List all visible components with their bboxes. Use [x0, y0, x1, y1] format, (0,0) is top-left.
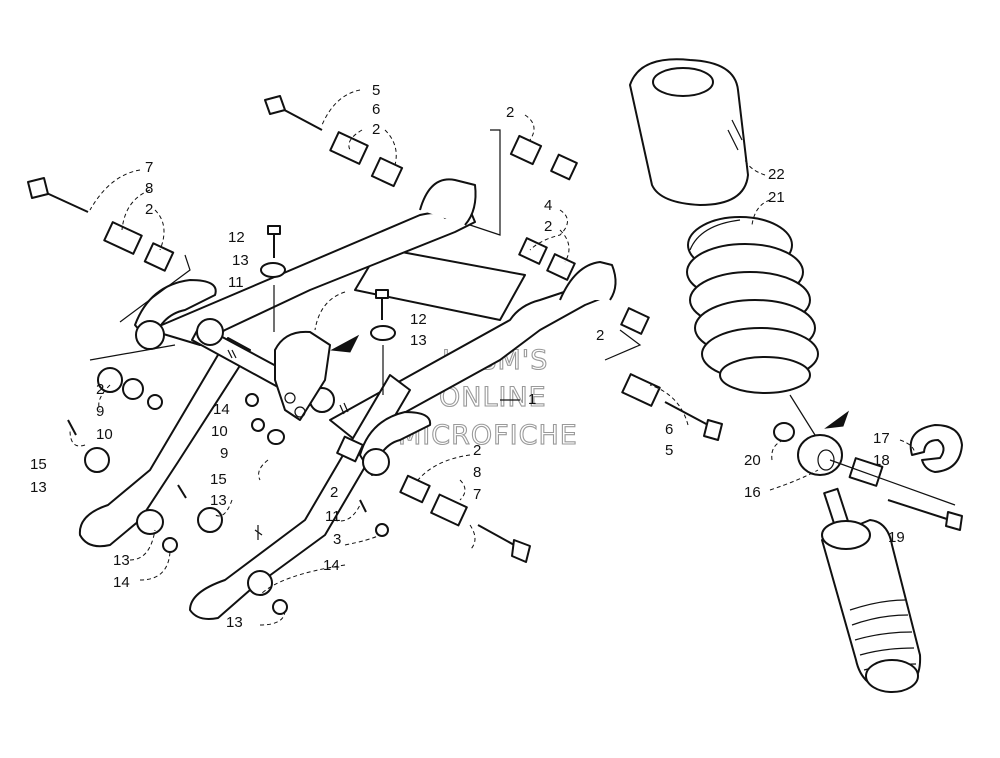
callout-10: 10: [96, 426, 113, 443]
callout-12: 12: [410, 311, 427, 328]
callout-16: 16: [744, 484, 761, 501]
callout-18: 18: [873, 452, 890, 469]
callout-6: 6: [372, 101, 380, 118]
callout-2: 2: [145, 201, 153, 218]
coil-spring: [686, 216, 819, 394]
shock-boot: [629, 58, 749, 206]
callout-2: 2: [372, 121, 380, 138]
callout-5: 5: [665, 442, 673, 459]
rear-arm-frame: [78, 178, 617, 620]
callout-13: 13: [30, 479, 47, 496]
callout-2: 2: [544, 218, 552, 235]
callout-8: 8: [473, 464, 481, 481]
callout-5: 5: [372, 82, 380, 99]
callout-14: 14: [113, 574, 130, 591]
callout-labels: 5 6 2 7 8 2 2 4 2 12 13 11 12 13 2 1 2 9…: [30, 82, 905, 631]
callout-19: 19: [888, 529, 905, 546]
callout-2: 2: [96, 381, 104, 398]
callout-9: 9: [220, 445, 228, 462]
callout-1: 1: [528, 391, 536, 408]
shock-absorber: [789, 394, 922, 693]
watermark-line-2: ONLINE: [439, 382, 547, 413]
callout-8: 8: [145, 180, 153, 197]
callout-2: 2: [473, 442, 481, 459]
callout-3: 3: [333, 531, 341, 548]
callout-11: 11: [325, 508, 341, 525]
callout-13: 13: [410, 332, 427, 349]
shock-hardware: [773, 422, 963, 531]
callout-17: 17: [873, 430, 890, 447]
callout-13: 13: [232, 252, 249, 269]
callout-9: 9: [96, 403, 104, 420]
callout-2: 2: [596, 327, 604, 344]
callout-4: 4: [544, 197, 552, 214]
callout-2: 2: [330, 484, 338, 501]
callout-11: 11: [228, 274, 244, 291]
callout-15: 15: [30, 456, 47, 473]
leader-lines: [69, 89, 916, 626]
callout-13: 13: [210, 492, 227, 509]
upper-left-hardware: [27, 95, 723, 615]
callout-13: 13: [226, 614, 243, 631]
callout-21: 21: [768, 189, 785, 206]
callout-14: 14: [323, 557, 340, 574]
arrow-marker-frame: [330, 334, 360, 353]
callout-15: 15: [210, 471, 227, 488]
callout-22: 22: [768, 166, 785, 183]
callout-13: 13: [113, 552, 130, 569]
callout-14: 14: [213, 401, 230, 418]
callout-7: 7: [145, 159, 153, 176]
callout-12: 12: [228, 229, 245, 246]
callout-6: 6: [665, 421, 673, 438]
callout-2: 2: [506, 104, 514, 121]
callout-7: 7: [473, 486, 481, 503]
callout-10: 10: [211, 423, 228, 440]
arrow-marker-shock: [824, 410, 850, 429]
callout-20: 20: [744, 452, 761, 469]
